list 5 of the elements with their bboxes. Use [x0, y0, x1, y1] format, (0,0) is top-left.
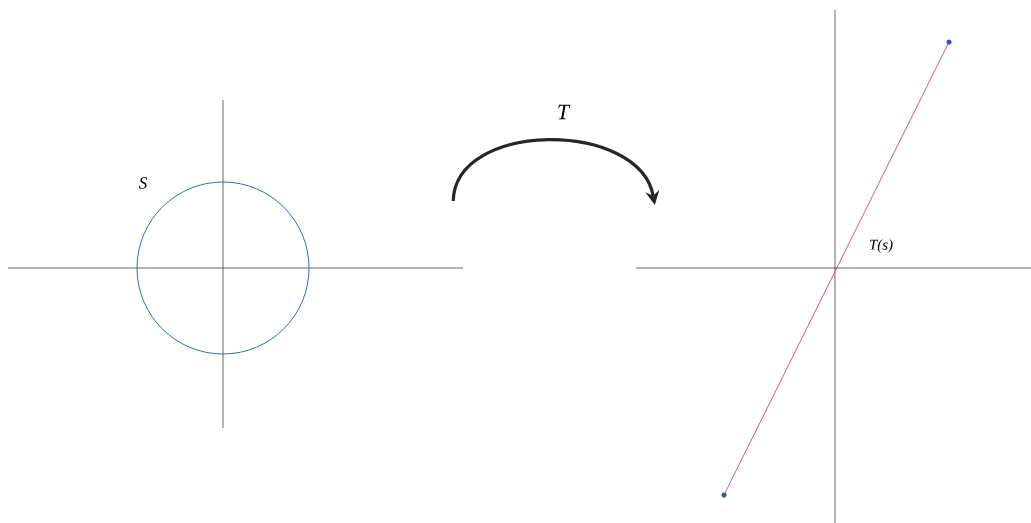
edge-label: T	[558, 104, 571, 120]
set-label: S	[139, 177, 147, 189]
circle-plot-drawing	[7, 99, 464, 429]
line-plot-drawing	[635, 9, 1031, 523]
set-label: T(s)	[869, 239, 893, 253]
